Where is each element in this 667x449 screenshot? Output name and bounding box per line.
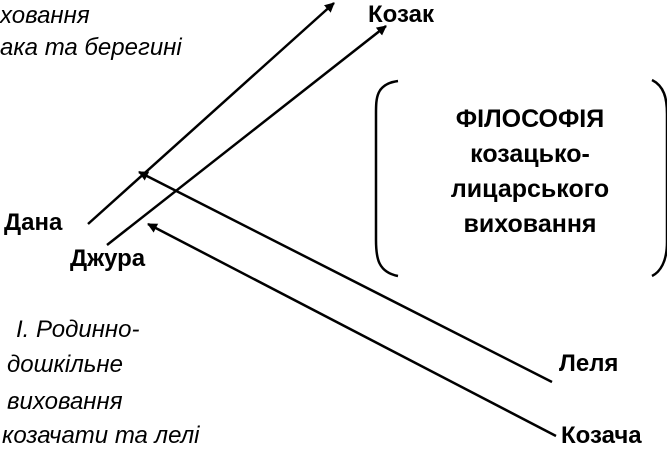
node-lelia: Леля (559, 350, 619, 377)
philosophy-line-1: ФІЛОСОФІЯ (455, 105, 605, 133)
arrow-dana-to-kozak (87, 2, 335, 225)
stage-line-4: козачати та лелі (2, 422, 200, 449)
right-brace (651, 78, 667, 278)
node-kozacha: Козача (561, 422, 642, 449)
philosophy-line-4: виховання (463, 210, 597, 238)
node-dzhura: Джура (70, 245, 146, 272)
node-dana: Дана (4, 209, 63, 236)
stage-line-2: дошкільне (7, 351, 123, 378)
philosophy-line-2: козацько- (470, 140, 590, 168)
arrow-lelia-to-dana-line (138, 170, 553, 384)
node-kozak: Козак (368, 1, 434, 28)
stage-line-1: І. Родинно- (16, 316, 140, 343)
arrow-kozacha-to-dzhura-line (147, 222, 557, 438)
header-line-2: ака та берегині (0, 34, 182, 61)
stage-line-3: виховання (7, 388, 123, 415)
header-line-1: ховання (0, 2, 90, 29)
arrow-dzhura-to-kozak (106, 25, 387, 246)
philosophy-line-3: лицарського (450, 175, 610, 203)
left-brace (374, 79, 399, 278)
philosophy-block: ФІЛОСОФІЯ козацько- лицарського вихованн… (420, 102, 640, 242)
